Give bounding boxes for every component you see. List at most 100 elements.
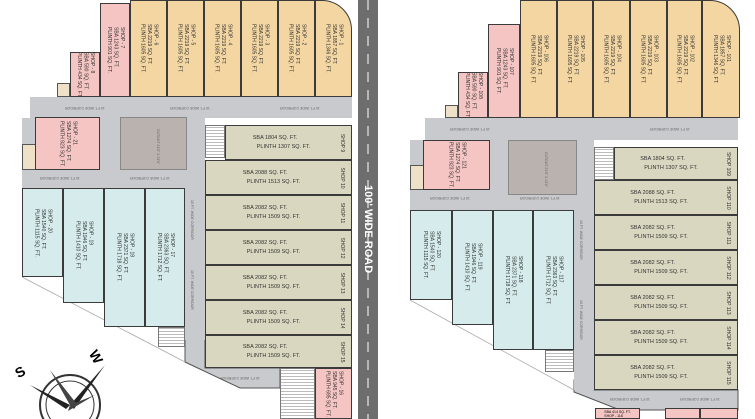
shop-unit[interactable]: SBA 2082 SQ. FT.PLINTH 1509 SQ. FT.SHOP …: [594, 215, 738, 250]
shop-plinth: PLINTH 1410 SQ. FT.: [463, 243, 470, 292]
shop-plinth: PLINTH 1605 SQ. FT.: [639, 34, 646, 84]
shop-sba: SBA 1946 SQ. FT.: [80, 221, 87, 262]
shop-plinth: PLINTH 1509 SQ. FT.: [246, 213, 301, 220]
shop-unit[interactable]: SBA 2088 SQ. FT.PLINTH 1513 SQ. FT.SHOP …: [205, 160, 352, 195]
shop-name: SHOP - 7: [118, 27, 125, 49]
shop-unit[interactable]: SBA 2082 SQ. FT.PLINTH 1509 SQ. FT.SHOP …: [205, 265, 352, 300]
shop-name: SHOP - 104: [615, 34, 622, 62]
corridor-label: 10 FT. WIDE CORRIDOR: [650, 127, 690, 131]
shop-sba: SBA 2082 SQ. FT.: [242, 274, 288, 281]
shop-unit[interactable]: SBA 2082 SQ. FT.PLINTH 1509 SQ. FT.SHOP …: [205, 300, 352, 335]
shop-plinth: PLINTH 1605 SQ. FT.: [602, 34, 609, 84]
shop-plinth: PLINTH 1509 SQ. FT.: [634, 373, 688, 380]
shop-name: SHOP - 107: [507, 48, 514, 75]
shop-text: SBA 1804 SQ. FT.PLINTH 1307 SQ. FT.: [253, 134, 311, 152]
shop-text: SBA 2082 SQ. FT.PLINTH 1509 SQ. FT.: [630, 224, 688, 242]
shop-unit[interactable]: SBA 2088 SQ. FT.PLINTH 1513 SQ. FT.SHOP …: [594, 180, 738, 215]
shop-sba: SBA 2082 SQ. FT.: [630, 364, 675, 371]
shop-plinth: PLINTH 1718 SQ. FT.: [503, 255, 510, 305]
shop-text: SBA 2082 SQ. FT.PLINTH 1509 SQ. FT.: [243, 343, 301, 361]
shop-plinth: PLINTH 1346 SQ. FT.: [324, 24, 331, 73]
staircase: [594, 147, 614, 180]
corridor: [425, 118, 738, 140]
shop-sba: SBA 2082 SQ. FT.: [242, 343, 288, 350]
shop-name: SHOP 9: [339, 133, 345, 152]
shop-unit[interactable]: SBA 1804 SQ. FT.PLINTH 1307 SQ. FT. SHOP …: [225, 125, 352, 160]
shop-sba: SBA 1804 SQ. FT.: [640, 155, 685, 162]
shop-unit[interactable]: SBA 2082 SQ. FT.PLINTH 1509 SQ. FT.SHOP …: [205, 230, 352, 265]
shop-text: SBA 2082 SQ. FT.PLINTH 1509 SQ. FT.: [243, 204, 301, 222]
washroom: [445, 105, 458, 118]
shop-unit[interactable]: SBA 2082 SQ. FT.PLINTH 1509 SQ. FT.SHOP …: [594, 285, 738, 320]
shop-unit[interactable]: SBA 2082 SQ. FT. PLINTH 1509 SQ. FT. SHOP …: [594, 355, 738, 390]
shop-plinth: PLINTH 685 SQ. FT.: [324, 370, 331, 417]
shop-sba: SBA 1540 SQ. FT.: [39, 208, 46, 250]
shop-unit[interactable]: SBA 2082 SQ. FT.PLINTH 1509 SQ. FT.SHOP …: [594, 320, 738, 355]
corridor-label: 10 FT. WIDE CORRIDOR: [40, 176, 80, 180]
shop-text: SBA 2082 SQ. FT.PLINTH 1509 SQ. FT.: [243, 274, 301, 292]
shop-plinth: PLINTH 1605 SQ. FT.: [213, 24, 220, 73]
staircase: [545, 350, 574, 372]
shop-sba: SBA 2082 SQ. FT.: [630, 259, 675, 266]
shop-plinth: PLINTH 923 SQ. FT.: [447, 142, 454, 188]
shop-plinth: PLINTH 1509 SQ. FT.: [634, 233, 688, 240]
shop-sba: SBA 2219 SQ. FT.: [572, 34, 579, 76]
shop-sba: SBA 1274 SQ. FT.: [64, 120, 71, 162]
shop-unit[interactable]: SBA 2082 SQ. FT.PLINTH 1509 SQ. FT.SHOP …: [594, 250, 738, 285]
shop-sba: SBA 2371 SQ. FT.: [121, 233, 128, 274]
corridor-label: 10 FT. WIDE CORRIDOR: [280, 106, 320, 110]
shop-name: SHOP 115: [725, 360, 731, 385]
corridor-label: 10 FT. WIDE CORRIDOR: [65, 106, 105, 110]
compass-s: S: [12, 363, 28, 382]
shop-plinth: PLINTH 1718 SQ. FT.: [115, 233, 122, 282]
shop-plinth: PLINTH 1509 SQ. FT.: [246, 248, 301, 255]
shop-unit[interactable]: SBA 2082 SQ. FT.PLINTH 1509 SQ. FT.SHOP …: [205, 195, 352, 230]
shop-unit[interactable]: SBA 414 SQ. FT.SHOP - 116: [595, 408, 640, 419]
shop-name: SHOP - 105: [578, 34, 585, 62]
left-boundary-line: [21, 276, 186, 363]
shop-unit[interactable]: SBA 2082 SQ. FT.PLINTH 1509 SQ. FT.SHOP …: [205, 335, 352, 368]
shop-unit[interactable]: SBA 1804 SQ. FT.PLINTH 1307 SQ. FT.SHOP …: [614, 147, 738, 180]
corridor-label: 10 FT. WIDE CORRIDOR: [579, 220, 583, 260]
